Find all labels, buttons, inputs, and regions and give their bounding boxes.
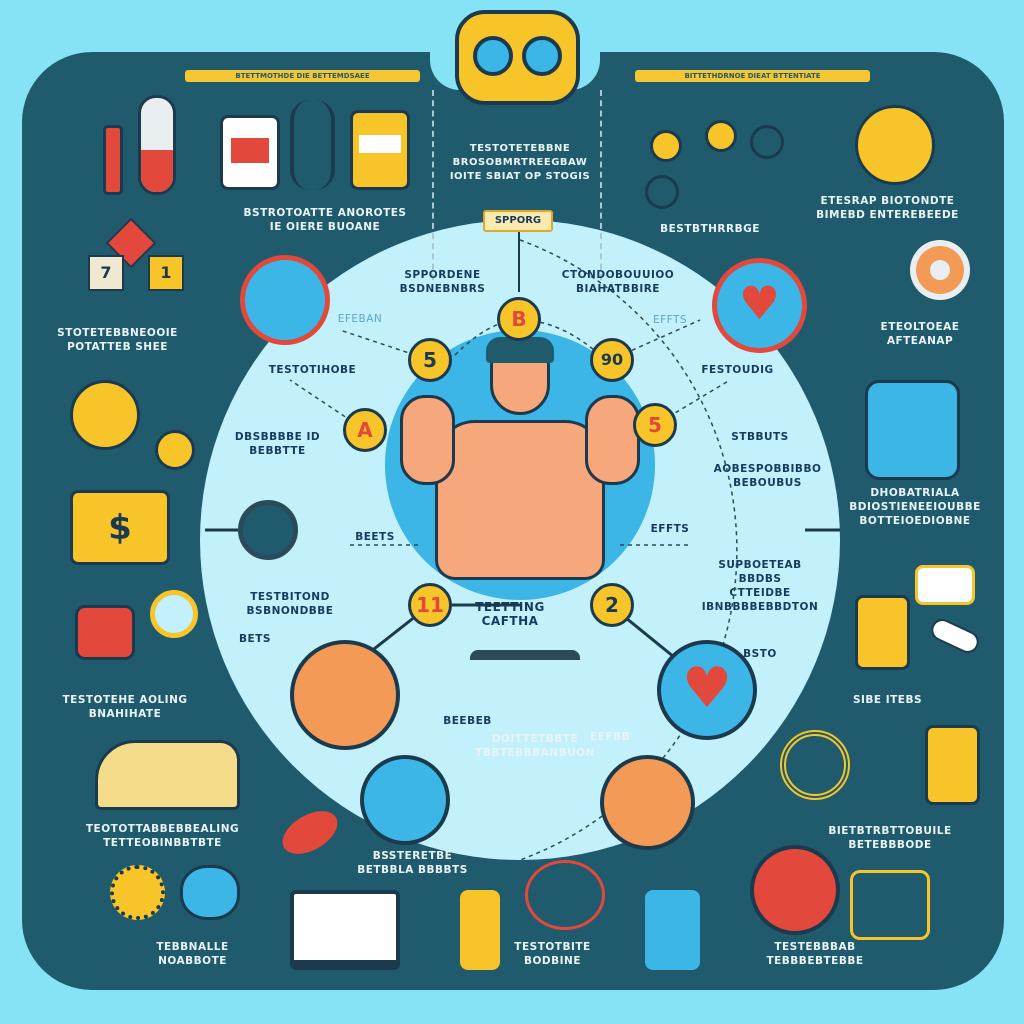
- label: BEETS: [355, 531, 395, 543]
- label: EEFBB: [589, 731, 631, 743]
- robot-icon: [455, 10, 580, 105]
- coin-badge: 5: [633, 403, 677, 447]
- label: DBSBBBBE ID BEBBTTE: [234, 431, 321, 457]
- label: EFEBAN: [337, 313, 383, 325]
- label: DOITTETBBTE TBBTEBBBANBUON: [475, 733, 595, 759]
- basketball-icon: [750, 845, 840, 935]
- coin-badge: 5: [408, 338, 452, 382]
- muscular-man-icon: [400, 335, 640, 585]
- hexagon-molecule-icon: [850, 870, 930, 940]
- label: TESTEBBBAB TEBBBEBTEBBE: [766, 941, 864, 967]
- label: BESTBTHRRBGE: [660, 223, 760, 235]
- coin-badge: A: [343, 408, 387, 452]
- label: SPPORDENE BSDNEBNBRS: [399, 269, 486, 295]
- label: EFFTS: [650, 523, 690, 535]
- coin-badge: 11: [408, 583, 452, 627]
- sneaker-icon: [95, 740, 240, 810]
- scale-icon: [238, 500, 298, 560]
- label: CTONDOBOUUIOO BIAHATBBIRE: [561, 269, 675, 295]
- gear-icon: [910, 240, 970, 300]
- helmet-icon: [240, 255, 330, 345]
- label: BEEBEB: [443, 715, 492, 727]
- label: BSSTERETBE BETBBLA BBBBTS: [357, 850, 468, 876]
- coin-badge: 2: [590, 583, 634, 627]
- label: TEOTOTTABBEBBEALING TETTEOBINBBTBTE: [85, 823, 240, 849]
- superhero-badge-icon: [855, 105, 935, 185]
- target-icon: [780, 730, 850, 800]
- wifi-icon: [70, 380, 140, 450]
- bottle-icon: [103, 125, 123, 195]
- coin-badge: 90: [590, 338, 634, 382]
- top-title: TESTOTETEBBNE BROSOBMRTREEGBAW IOITE SBI…: [449, 143, 591, 182]
- label: SUPBOETEAB BBDBS CTTEIDBE IBNBBBBEBBDTON: [701, 559, 819, 613]
- center-tag: SPPORG: [483, 210, 553, 232]
- label: ETEOLTOEAE AFTEANAP: [880, 321, 960, 347]
- label: TESTOTBITE BODBINE: [514, 941, 591, 967]
- label: SIBE ITEBS: [852, 694, 923, 706]
- label: BIETBTRBTTOBUILE BETEBBBODE: [828, 825, 952, 851]
- magnifier-icon: [150, 590, 198, 638]
- hexagons-icon: [75, 605, 135, 660]
- speech-bubble-icon: [915, 565, 975, 605]
- label: TESTOTEHE AOLING BNAHIHATE: [62, 694, 188, 720]
- thermometer-icon: [138, 95, 176, 195]
- label: TESTBITOND BSBNONDBBE: [246, 591, 334, 617]
- label: TESTOTIHOBE: [268, 364, 357, 376]
- dna-icon: [290, 100, 335, 190]
- network-icon: [525, 860, 605, 930]
- briefcase-icon: $: [70, 490, 170, 565]
- hexagon-icon: 1 7: [68, 217, 188, 310]
- label: BSTROTOATTE ANOROTES IE OIERE BUOANE: [243, 207, 407, 233]
- label: AOBESPOBBIBBO BEBOUBUS: [713, 463, 822, 489]
- dumbbell-icon: [470, 650, 580, 690]
- supplement-jar-icon: [350, 110, 410, 190]
- label: TEBBNALLE NOABBOTE: [156, 941, 229, 967]
- label: DHOBATRIALA BDIOSTIENEEIOUBBE BOTTEIOEDI…: [849, 487, 981, 527]
- weightlifter-icon: [645, 890, 700, 970]
- label: EFFTS: [652, 314, 688, 326]
- label: BSTO: [743, 648, 777, 660]
- brain-icon: [180, 865, 240, 920]
- medicine-bottle-icon: [855, 595, 910, 670]
- label: STBBUTS: [731, 431, 789, 443]
- coin-badge: B: [497, 297, 541, 341]
- coin-icon: [155, 430, 195, 470]
- jar-icon: [925, 725, 980, 805]
- label: ETESRAP BIOTONDTE BIMEBD ENTEREBEEDE: [816, 195, 959, 221]
- banner-right: BITTETHDRNOE DIEAT BTTENTIATE: [635, 70, 870, 82]
- label: STOTETEBBNEOOIE POTATTEB SHEE: [57, 327, 178, 353]
- label: BETS: [239, 633, 271, 645]
- laptop-chart-icon: [290, 890, 400, 970]
- molecule-icon: [645, 120, 790, 210]
- heart-badge-icon: ♥: [712, 258, 807, 353]
- label: FESTOUDIG: [701, 364, 774, 376]
- molecule-ball-icon: [360, 755, 450, 845]
- plate-icon: [600, 755, 695, 850]
- heart-icon: ♥: [657, 640, 757, 740]
- shield-icon: [865, 380, 960, 480]
- banner-left: BTETTMOTHDE DIE BETTEMDSAEE: [185, 70, 420, 82]
- athlete-icon: [460, 890, 500, 970]
- soccer-ball-icon: [290, 640, 400, 750]
- medal-icon: [110, 865, 165, 920]
- pill-jar-icon: [220, 115, 280, 190]
